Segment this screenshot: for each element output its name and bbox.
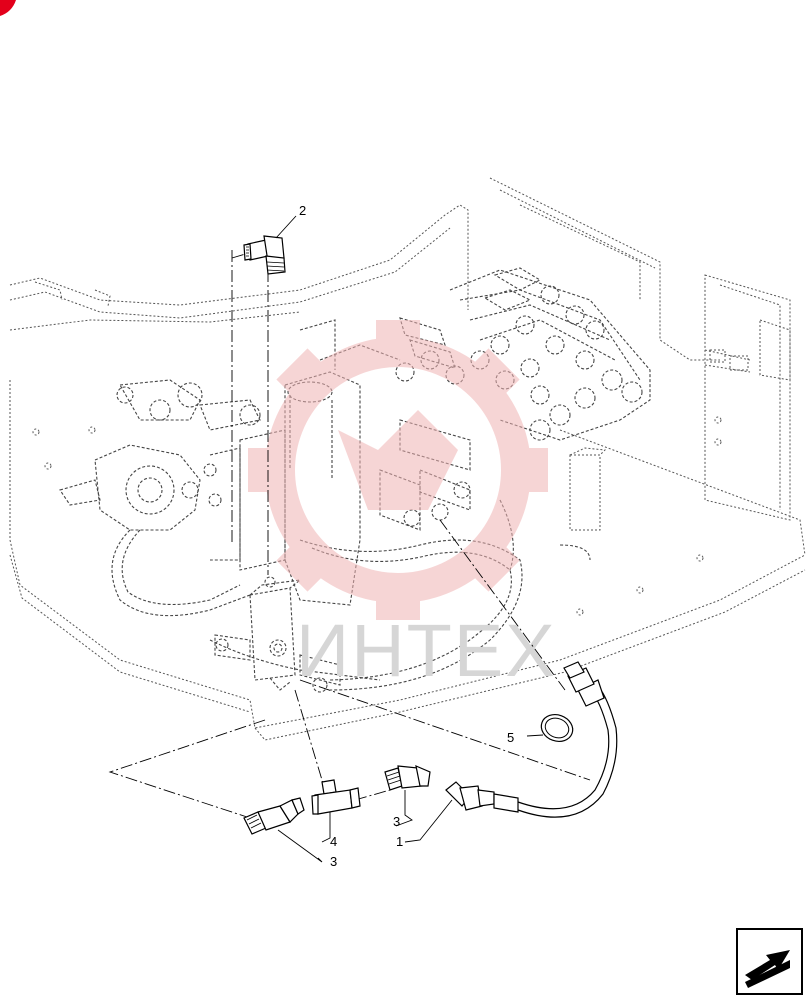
manifold-block: [214, 579, 341, 693]
callout-1: 1: [396, 834, 403, 849]
hydraulic-pump: [59, 379, 261, 531]
callout-4: 4: [330, 834, 337, 849]
ghost-hoses: [111, 499, 591, 691]
elbow-fitting-2: [243, 235, 286, 275]
background-machine-outline: [9, 177, 806, 741]
leader-lines: [275, 215, 544, 863]
tee-fitting-4: [311, 779, 361, 815]
company-watermark: [248, 320, 548, 620]
red-tab-icon: [0, 0, 16, 16]
callout-3-left: 3: [330, 854, 337, 869]
watermark-text: ИНТЕХ: [296, 609, 557, 692]
callout-3-right: 3: [393, 814, 400, 829]
elbow-45-fitting-3-left: [243, 797, 305, 835]
assembly-centerlines: [108, 250, 591, 819]
o-ring-5: [540, 714, 574, 742]
hose-assembly-1: [445, 661, 618, 818]
elbow-45-fitting-3-right: [384, 764, 431, 791]
callout-5: 5: [507, 730, 514, 745]
callout-2: 2: [299, 203, 306, 218]
page-arrow-icon[interactable]: [736, 928, 803, 995]
callout-labels: 2 5 3 1 4 3: [299, 203, 514, 869]
